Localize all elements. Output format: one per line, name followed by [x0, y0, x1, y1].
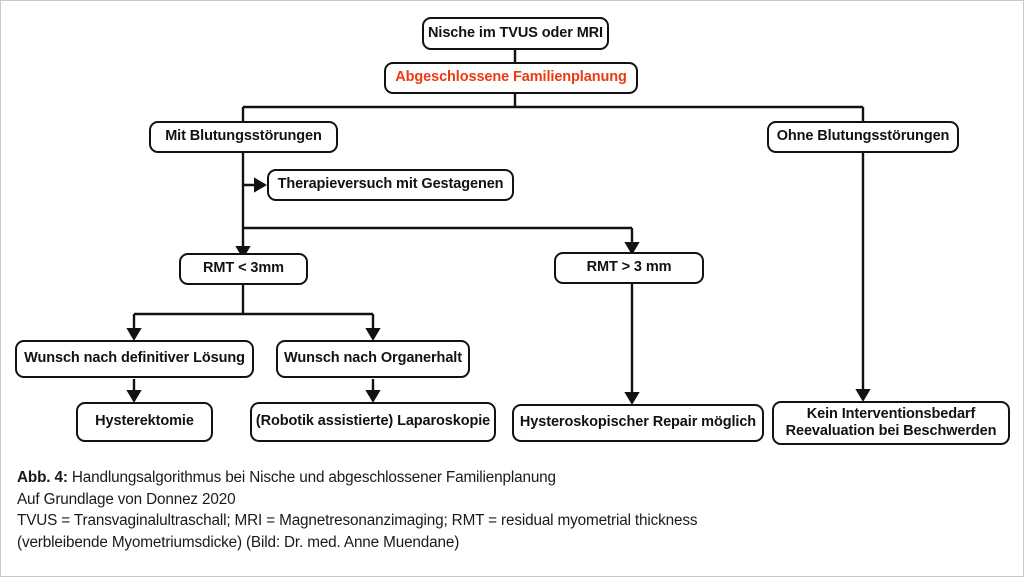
node-hysteroscopic-repair[interactable]: Hysteroskopischer Repair möglich	[512, 404, 764, 442]
flowchart-diagram: Nische im TVUS oder MRI Abgeschlossene F…	[1, 1, 1023, 463]
node-family-planning[interactable]: Abgeschlossene Familienplanung	[384, 62, 638, 94]
node-without-bleeding[interactable]: Ohne Blutungsstörungen	[767, 121, 959, 153]
caption-line-4: (verbleibende Myometriumsdicke) (Bild: D…	[17, 534, 460, 552]
node-definitive-solution[interactable]: Wunsch nach definitiver Lösung	[15, 340, 254, 378]
node-with-bleeding[interactable]: Mit Blutungsstörungen	[149, 121, 338, 153]
caption-line-3: TVUS = Transvaginalultraschall; MRI = Ma…	[17, 512, 698, 530]
node-rmt-gt-3mm[interactable]: RMT > 3 mm	[554, 252, 704, 284]
node-gestagen-trial[interactable]: Therapieversuch mit Gestagenen	[267, 169, 514, 201]
node-laparoscopy[interactable]: (Robotik assistierte) Laparoskopie	[250, 402, 496, 442]
node-hysterectomy[interactable]: Hysterektomie	[76, 402, 213, 442]
node-root[interactable]: Nische im TVUS oder MRI	[422, 17, 609, 50]
caption-line-1: Abb. 4: Handlungsalgorithmus bei Nische …	[17, 467, 1009, 489]
node-organ-preservation[interactable]: Wunsch nach Organerhalt	[276, 340, 470, 378]
caption-line-2: Auf Grundlage von Donnez 2020	[17, 490, 236, 508]
figure-caption: Abb. 4: Handlungsalgorithmus bei Nische …	[17, 467, 1009, 554]
caption-figure-number: Abb. 4:	[17, 469, 68, 486]
node-rmt-lt-3mm[interactable]: RMT < 3mm	[179, 253, 308, 285]
node-no-intervention[interactable]: Kein Interventionsbedarf Reevaluation be…	[772, 401, 1010, 445]
caption-title-text: Handlungsalgorithmus bei Nische und abge…	[67, 469, 556, 486]
